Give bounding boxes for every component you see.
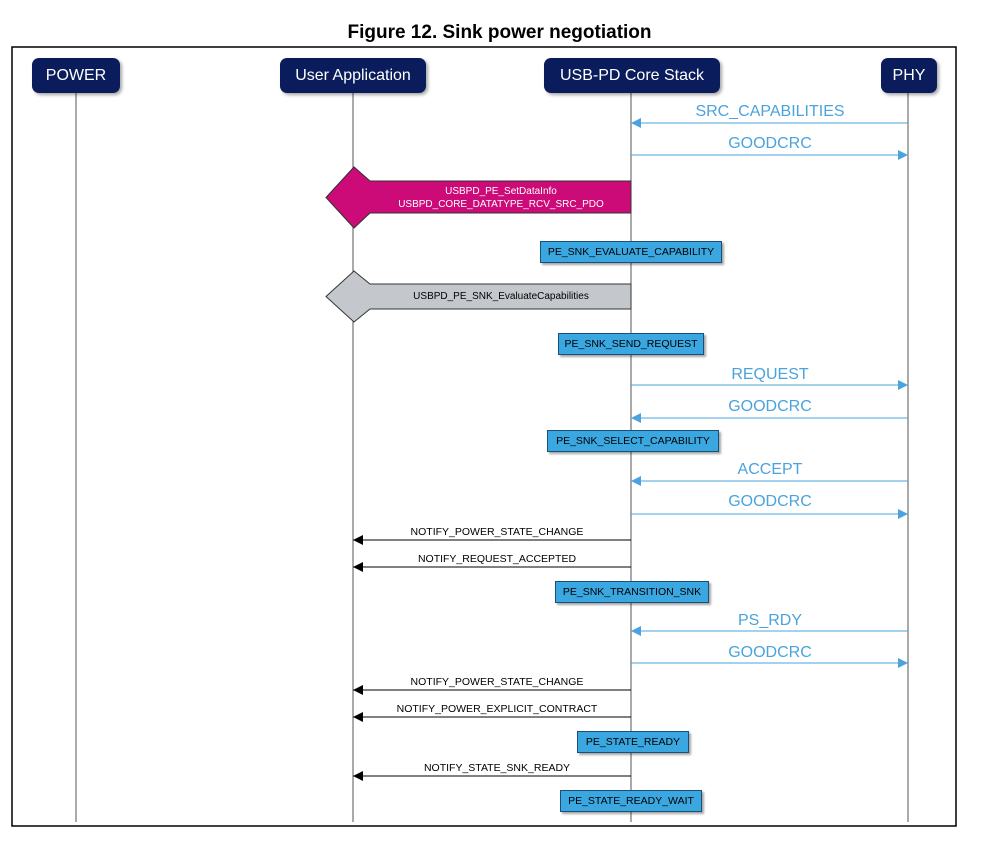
state-box: PE_SNK_SEND_REQUEST (558, 333, 704, 355)
phy-message-arrowhead (898, 150, 908, 160)
callout-text-set-data-info: USBPD_PE_SetDataInfo USBPD_CORE_DATATYPE… (372, 185, 630, 211)
phy-message-arrowhead (898, 380, 908, 390)
app-message-label: NOTIFY_POWER_EXPLICIT_CONTRACT (396, 703, 598, 715)
state-box: PE_STATE_READY (577, 731, 689, 753)
callout-line: USBPD_PE_SetDataInfo (445, 186, 557, 197)
app-message-arrowhead (353, 562, 363, 572)
phy-message-label: GOODCRC (728, 135, 812, 152)
state-box: PE_SNK_TRANSITION_SNK (555, 581, 709, 603)
callout-arrow-0 (325, 166, 632, 229)
state-box: PE_SNK_SELECT_CAPABILITY (547, 430, 719, 452)
app-message-arrowhead (353, 712, 363, 722)
phy-message-arrowhead (898, 509, 908, 519)
phy-message-label: GOODCRC (728, 398, 812, 415)
state-box: PE_STATE_READY_WAIT (560, 790, 702, 812)
phy-message-arrowhead (631, 476, 641, 486)
phy-message-arrowhead (631, 626, 641, 636)
phy-message-label: GOODCRC (728, 493, 812, 510)
lane-header-power: POWER (32, 58, 120, 93)
phy-message-label: PS_RDY (737, 612, 803, 629)
callout-line: USBPD_CORE_DATATYPE_RCV_SRC_PDO (398, 199, 604, 210)
app-message-arrowhead (353, 685, 363, 695)
app-message-label: NOTIFY_POWER_STATE_CHANGE (410, 676, 584, 688)
state-box: PE_SNK_EVALUATE_CAPABILITY (540, 241, 722, 263)
lane-header-phy: PHY (881, 58, 937, 93)
callout-line: USBPD_PE_SNK_EvaluateCapabilities (413, 291, 589, 302)
phy-message-arrowhead (631, 118, 641, 128)
app-message-label: NOTIFY_REQUEST_ACCEPTED (417, 553, 577, 565)
app-message-label: NOTIFY_POWER_STATE_CHANGE (410, 526, 584, 538)
app-message-arrowhead (353, 771, 363, 781)
callout-text-evaluate-capabilities: USBPD_PE_SNK_EvaluateCapabilities (372, 290, 630, 303)
figure-title: Figure 12. Sink power negotiation (347, 22, 652, 43)
app-message-arrowhead (353, 535, 363, 545)
phy-message-arrowhead (631, 413, 641, 423)
phy-message-label: GOODCRC (728, 644, 812, 661)
phy-message-label: ACCEPT (737, 461, 803, 478)
phy-message-arrowhead (898, 658, 908, 668)
diagram-frame (11, 46, 957, 827)
phy-message-label: SRC_CAPABILITIES (695, 103, 845, 120)
lane-header-usb-pd-core-stack: USB-PD Core Stack (544, 58, 720, 93)
lane-header-user-application: User Application (280, 58, 426, 93)
phy-message-label: REQUEST (731, 366, 809, 383)
callout-arrow-1 (325, 270, 632, 323)
app-message-label: NOTIFY_STATE_SNK_READY (423, 762, 571, 774)
